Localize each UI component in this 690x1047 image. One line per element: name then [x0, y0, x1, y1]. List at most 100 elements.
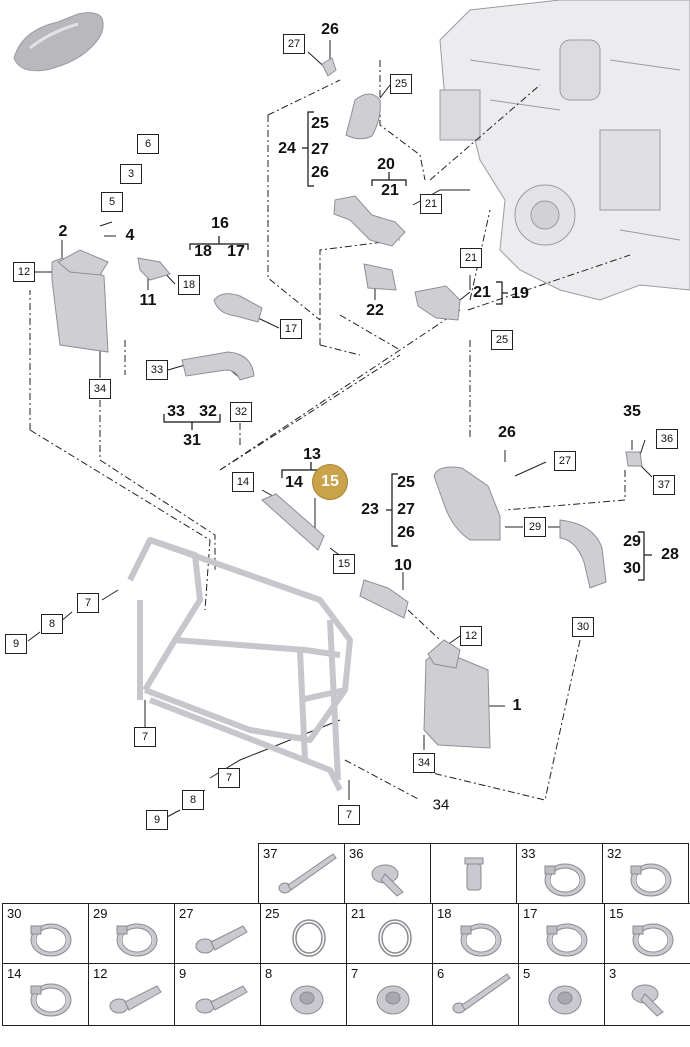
- part-cell[interactable]: 36: [344, 843, 431, 906]
- part-thumbnail-icon: [371, 864, 404, 897]
- clip-part: [321, 57, 337, 77]
- callout-box[interactable]: 9: [5, 634, 27, 654]
- part-number: 27: [179, 906, 194, 921]
- part-thumbnail-icon: [544, 863, 586, 897]
- callout-box[interactable]: 14: [232, 472, 254, 492]
- callout-label: 22: [366, 302, 384, 319]
- part-cell[interactable]: 18: [432, 903, 519, 966]
- callout-box[interactable]: 33: [146, 360, 168, 380]
- part-cell[interactable]: [430, 843, 517, 906]
- part-cell[interactable]: 12: [88, 963, 175, 1026]
- part-cell[interactable]: 3: [604, 963, 690, 1026]
- part-number: 37: [263, 846, 278, 861]
- callout-box[interactable]: 27: [283, 34, 305, 54]
- callout-label: 26: [397, 524, 415, 541]
- callout-box[interactable]: 29: [524, 517, 546, 537]
- callout-box[interactable]: 7: [218, 768, 240, 788]
- callout-box[interactable]: 21: [460, 248, 482, 268]
- part-number: 14: [7, 966, 22, 981]
- part-number: 12: [93, 966, 108, 981]
- callout-box[interactable]: 25: [491, 330, 513, 350]
- callout-label: 20: [377, 156, 395, 173]
- coupling-part: [359, 579, 409, 619]
- callout-box[interactable]: 32: [230, 402, 252, 422]
- callout-box[interactable]: 8: [41, 614, 63, 634]
- part-cell[interactable]: 21: [346, 903, 433, 966]
- callout-label: 35: [623, 403, 641, 420]
- hose-part: [345, 93, 381, 140]
- part-cell[interactable]: 17: [518, 903, 605, 966]
- part-thumbnail-icon: [631, 984, 664, 1017]
- intercooler-inlet: [427, 639, 461, 669]
- part-number: 17: [523, 906, 538, 921]
- callout-box[interactable]: 34: [413, 753, 435, 773]
- callout-box[interactable]: 15: [333, 554, 355, 574]
- part-cell[interactable]: 14: [2, 963, 89, 1026]
- callout-box[interactable]: 25: [390, 74, 412, 94]
- part-cell[interactable]: 15: [604, 903, 690, 966]
- part-number: 9: [179, 966, 187, 981]
- part-cell[interactable]: 29: [88, 903, 175, 966]
- part-cell[interactable]: 33: [516, 843, 603, 906]
- part-thumbnail-icon: [546, 923, 588, 957]
- callout-label: 4: [125, 227, 135, 244]
- part-cell[interactable]: 9: [174, 963, 261, 1026]
- callout-box[interactable]: 7: [338, 805, 360, 825]
- part-cell[interactable]: 30: [2, 903, 89, 966]
- part-cell[interactable]: 27: [174, 903, 261, 966]
- part-cell[interactable]: 25: [260, 903, 347, 966]
- callout-label: 32: [199, 403, 217, 420]
- callout-box[interactable]: 18: [178, 275, 200, 295]
- callout-box[interactable]: 3: [120, 164, 142, 184]
- part-number: 36: [349, 846, 364, 861]
- part-cell[interactable]: 8: [260, 963, 347, 1026]
- callout-label: 29: [623, 533, 641, 550]
- part-number: 33: [521, 846, 536, 861]
- part-cell[interactable]: 6: [432, 963, 519, 1026]
- part-number: 15: [609, 906, 624, 921]
- part-cell[interactable]: 37: [258, 843, 345, 906]
- hose-part: [433, 466, 501, 541]
- callout-box[interactable]: 12: [13, 262, 35, 282]
- callout-label: 26: [311, 164, 329, 181]
- part-thumbnail-icon: [109, 985, 162, 1014]
- hose-part: [181, 351, 255, 381]
- callout-label: 23: [361, 501, 379, 518]
- housing-part: [414, 285, 461, 321]
- callout-label: 21: [381, 182, 399, 199]
- part-thumbnail-icon: [378, 919, 412, 957]
- pipe-part: [333, 195, 406, 247]
- callout-label: 21: [473, 284, 491, 301]
- callout-box[interactable]: 17: [280, 319, 302, 339]
- highlighted-part-marker[interactable]: 15: [312, 464, 348, 500]
- part-number: 25: [265, 906, 280, 921]
- callout-box[interactable]: 12: [460, 626, 482, 646]
- callout-label: 28: [661, 546, 679, 563]
- callout-box[interactable]: 37: [653, 475, 675, 495]
- callout-label: 31: [183, 432, 201, 449]
- callout-label: 11: [139, 292, 157, 309]
- callout-box[interactable]: 7: [134, 727, 156, 747]
- part-number: 30: [7, 906, 22, 921]
- callout-box[interactable]: 6: [137, 134, 159, 154]
- part-cell[interactable]: 5: [518, 963, 605, 1026]
- callout-label: 25: [397, 474, 415, 491]
- callout-box[interactable]: 7: [77, 593, 99, 613]
- part-cell[interactable]: 32: [602, 843, 689, 906]
- callout-box[interactable]: 27: [554, 451, 576, 471]
- callout-box[interactable]: 30: [572, 617, 594, 637]
- callout-label: 27: [397, 501, 415, 518]
- callout-box[interactable]: 5: [101, 192, 123, 212]
- callout-box[interactable]: 36: [656, 429, 678, 449]
- callout-box[interactable]: 9: [146, 810, 168, 830]
- part-thumbnail-icon: [292, 919, 326, 957]
- callout-box[interactable]: 21: [420, 194, 442, 214]
- part-thumbnail-icon: [195, 985, 248, 1014]
- part-cell[interactable]: 7: [346, 963, 433, 1026]
- callout-box[interactable]: 34: [89, 379, 111, 399]
- callout-box[interactable]: 8: [182, 790, 204, 810]
- callout-label: 19: [511, 285, 529, 302]
- part-number: 7: [351, 966, 359, 981]
